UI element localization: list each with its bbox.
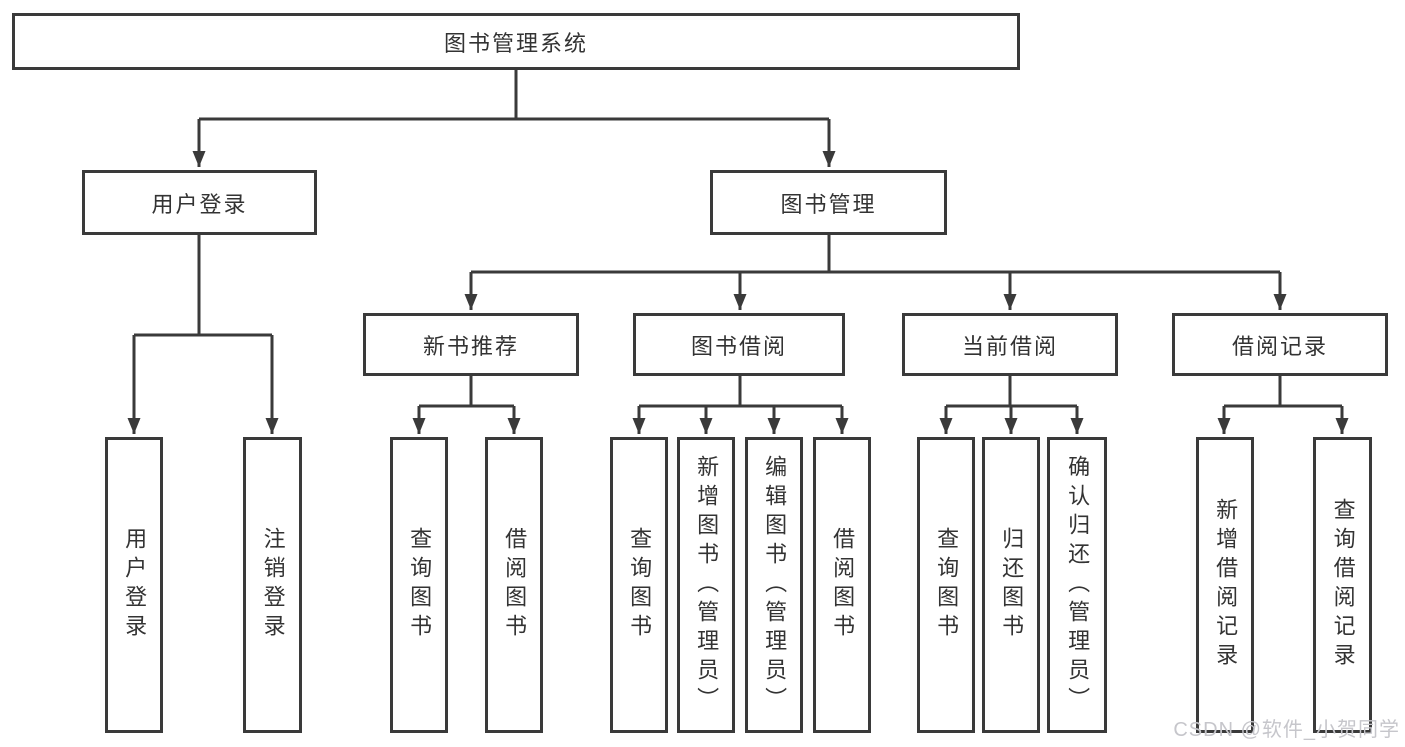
node-label: 查询借阅记录 <box>1330 498 1356 672</box>
csdn-watermark: CSDN @软件_小贺同学 <box>1173 719 1400 741</box>
node-user-login: 用户登录 <box>82 170 317 235</box>
leaf-records-query-record: 查询借阅记录 <box>1313 437 1372 733</box>
leaf-borrow-query-book: 查询图书 <box>610 437 668 733</box>
leaf-current-confirm-return-admin: 确认归还（管理员） <box>1047 437 1107 733</box>
node-label: 确认归还（管理员） <box>1065 454 1091 716</box>
leaf-current-return-book: 归还图书 <box>982 437 1040 733</box>
node-label: 用户登录 <box>151 191 248 217</box>
node-label: 查询图书 <box>407 527 433 643</box>
connector-user-login-group <box>127 235 279 434</box>
node-label: 编辑图书（管理员） <box>762 454 788 716</box>
leaf-newbook-borrow-book: 借阅图书 <box>485 437 543 733</box>
node-borrow-records: 借阅记录 <box>1172 313 1388 376</box>
leaf-current-query-book: 查询图书 <box>917 437 975 733</box>
node-label: 新增图书（管理员） <box>694 454 720 716</box>
node-label: 借阅记录 <box>1231 333 1328 359</box>
node-label: 查询图书 <box>934 527 960 643</box>
leaf-newbook-query-book: 查询图书 <box>390 437 448 733</box>
node-label: 图书借阅 <box>690 333 787 359</box>
leaf-borrow-add-book-admin: 新增图书（管理员） <box>677 437 735 733</box>
node-label: 借阅图书 <box>502 527 528 643</box>
node-label: 查询图书 <box>627 527 653 643</box>
leaf-borrow-borrow-book: 借阅图书 <box>813 437 871 733</box>
node-label: 图书管理 <box>780 191 877 217</box>
node-new-book-recommend: 新书推荐 <box>363 313 579 376</box>
node-book-borrow: 图书借阅 <box>633 313 845 376</box>
connector-root-group <box>192 70 836 167</box>
connector-current-borrow-group <box>939 376 1084 434</box>
leaf-records-add-record: 新增借阅记录 <box>1196 437 1254 733</box>
connector-new-book-group <box>412 376 521 434</box>
node-label: 图书管理系统 <box>443 30 588 56</box>
node-label: 注销登录 <box>260 527 286 643</box>
node-library-system: 图书管理系统 <box>12 13 1020 70</box>
leaf-borrow-edit-book-admin: 编辑图书（管理员） <box>745 437 803 733</box>
node-label: 归还图书 <box>999 527 1025 643</box>
node-label: 借阅图书 <box>830 527 856 643</box>
node-label: 用户登录 <box>122 527 148 643</box>
node-current-borrow: 当前借阅 <box>902 313 1118 376</box>
node-book-management: 图书管理 <box>710 170 947 235</box>
leaf-user-login: 用户登录 <box>105 437 163 733</box>
connector-book-borrow-group <box>632 376 849 434</box>
node-label: 新增借阅记录 <box>1213 498 1239 672</box>
node-label: 当前借阅 <box>961 333 1058 359</box>
node-label: 新书推荐 <box>422 333 519 359</box>
connector-borrow-records-group <box>1217 376 1349 434</box>
connector-book-management-group <box>464 235 1287 310</box>
leaf-logout: 注销登录 <box>243 437 302 733</box>
